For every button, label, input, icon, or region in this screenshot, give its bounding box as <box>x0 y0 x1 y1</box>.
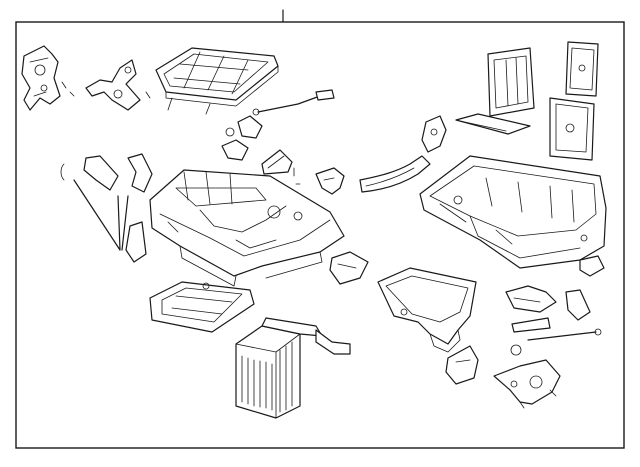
drain-hose <box>359 155 431 193</box>
blower-motor-resistor <box>505 285 602 356</box>
door-lever <box>85 59 151 111</box>
diagram-frame <box>15 21 625 449</box>
servo-motor-mount <box>493 359 561 409</box>
cabin-filter-door <box>487 47 535 117</box>
blower-cover-plate <box>549 41 599 161</box>
mode-actuator-bracket <box>21 45 75 111</box>
evaporator-case <box>419 155 607 269</box>
lower-duct-housing <box>377 267 477 353</box>
actuator-bracket <box>445 345 479 385</box>
heater-case-upper <box>149 167 345 287</box>
left-fittings <box>60 153 153 263</box>
heater-core <box>235 317 351 419</box>
case-seal-plate <box>149 281 255 333</box>
air-inlet-grille <box>155 47 279 115</box>
filter-element <box>455 113 531 135</box>
vacuum-hoses <box>221 115 293 175</box>
control-cable <box>252 89 335 116</box>
air-duct-elbow <box>315 167 369 285</box>
blend-door-actuator <box>579 255 605 277</box>
duct-fitting <box>421 115 447 153</box>
